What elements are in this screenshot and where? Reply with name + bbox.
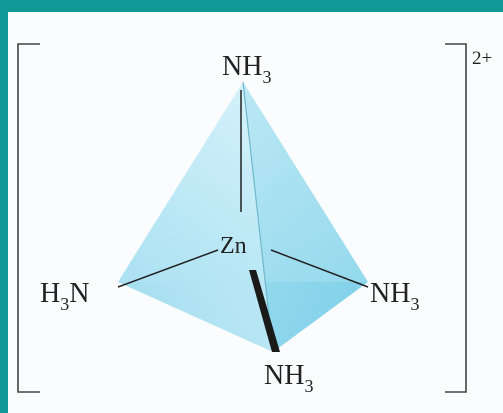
tetrahedron [118,81,368,353]
charge-label: 2+ [472,48,492,69]
bond-right [270,249,369,288]
bond-bottom-wedge [249,270,280,352]
left-bracket [17,43,40,393]
zinc-ammine-complex-diagram: Zn NH3 H3N NH3 NH3 2+ [17,43,492,396]
ligand-right-label: NH3 [370,278,419,314]
tetrahedron-edge-front [242,81,274,353]
bond-left [117,249,219,288]
center-atom-label: Zn [220,233,247,259]
ligand-left-label: H3N [40,278,89,314]
tetrahedron-face-back [118,82,368,282]
bonds [117,90,369,288]
diagram-canvas: Zn NH3 H3N NH3 NH3 2+ [8,12,503,413]
brackets [17,43,467,393]
ligand-bottom-label: NH3 [264,360,313,396]
ligand-top-label: NH3 [222,51,271,87]
right-bracket [445,43,467,393]
